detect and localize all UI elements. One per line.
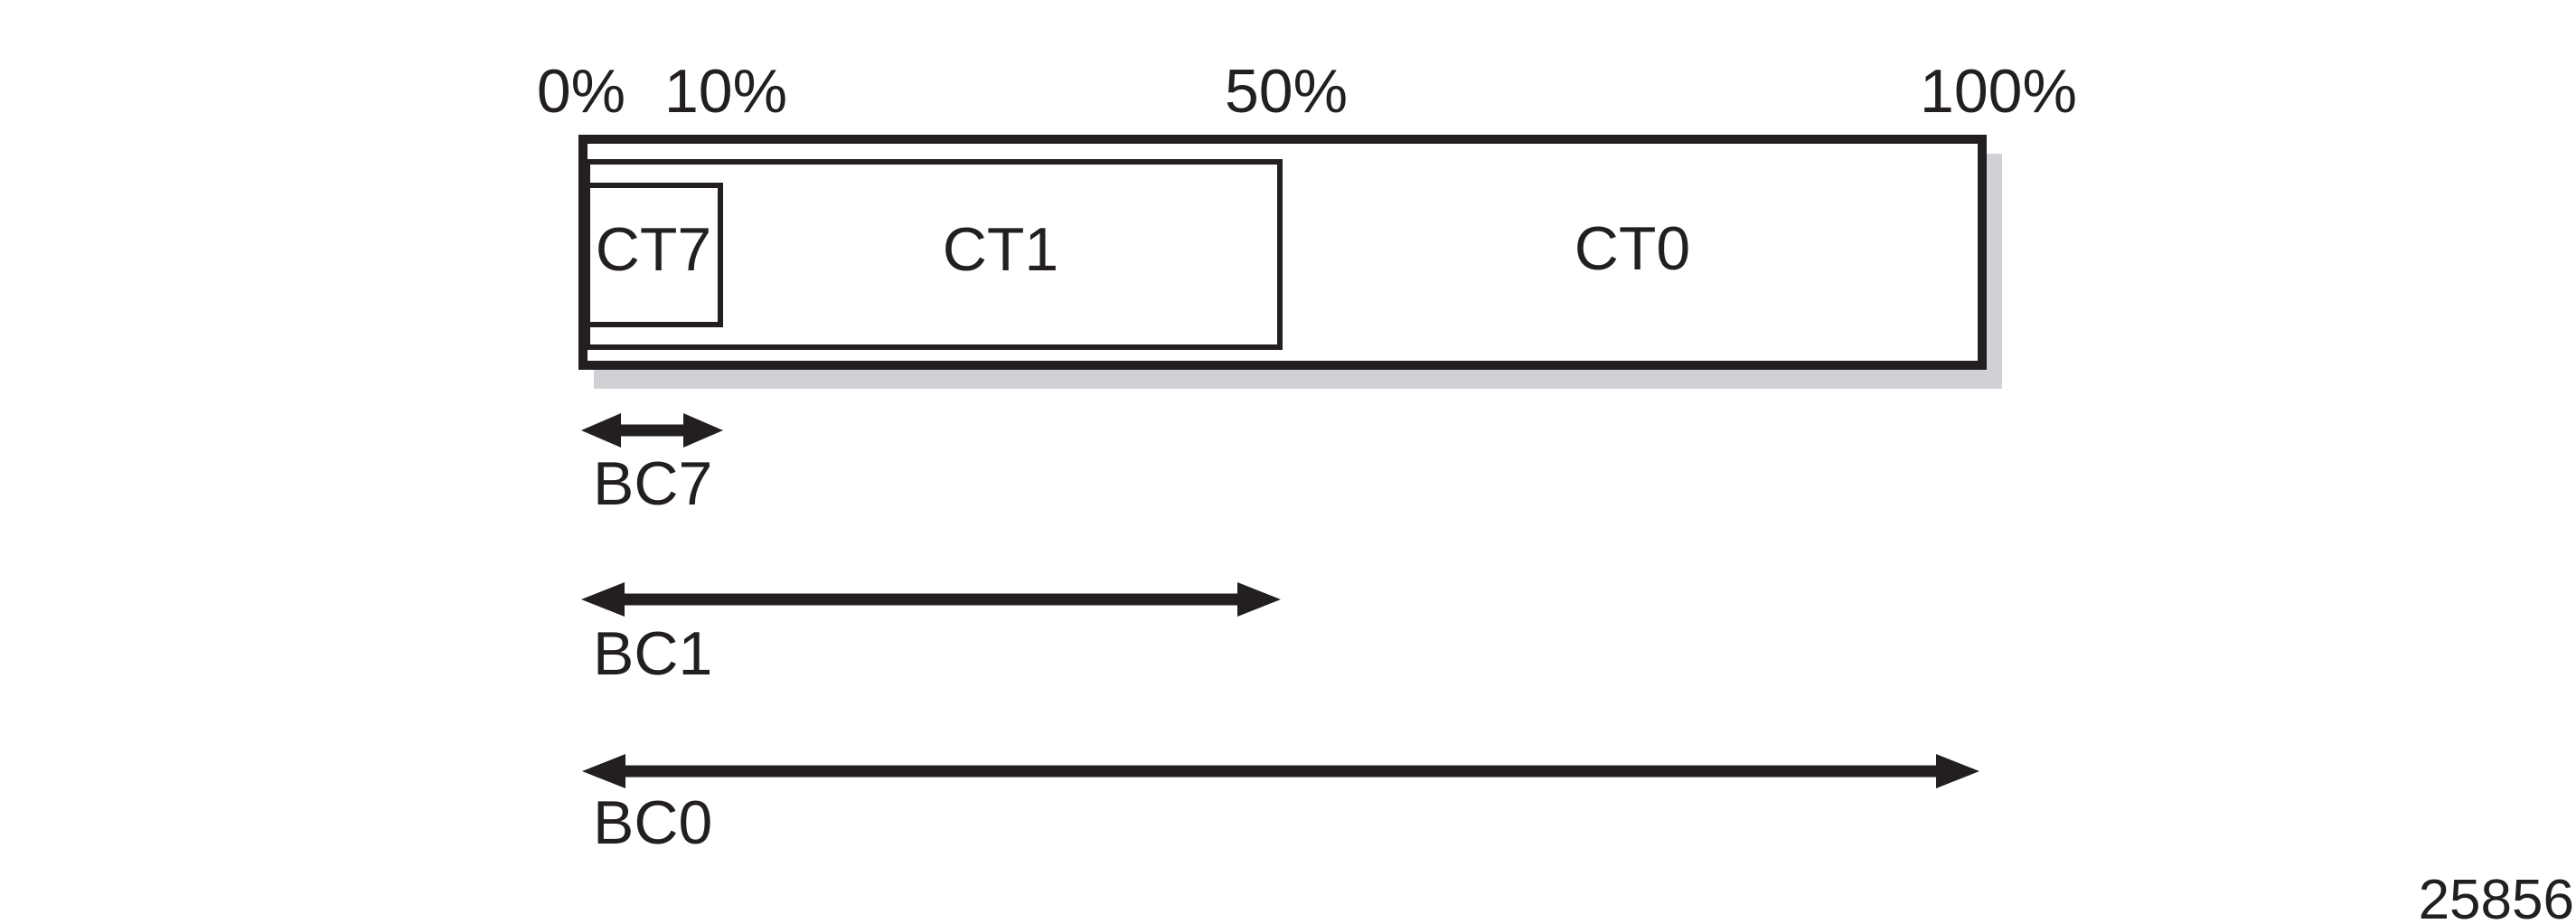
arrow-shaft bbox=[608, 593, 1254, 606]
bc7-range-arrow bbox=[581, 413, 723, 448]
ct0-box-label: CT0 bbox=[1574, 214, 1691, 283]
arrow-right-head-icon bbox=[683, 413, 723, 448]
scale-label-0pct: 0% bbox=[536, 57, 626, 126]
figure-number: 25856 bbox=[2418, 869, 2574, 924]
ct1-box-label: CT1 bbox=[942, 215, 1059, 284]
bc1-label: BC1 bbox=[593, 619, 713, 688]
arrow-right-head-icon bbox=[1936, 754, 1979, 788]
scale-label-100pct: 100% bbox=[1920, 57, 2077, 126]
scale-label-50pct: 50% bbox=[1224, 57, 1349, 126]
bc0-label: BC0 bbox=[593, 788, 713, 857]
bc0-range-arrow bbox=[582, 754, 1979, 788]
arrow-right-head-icon bbox=[1237, 582, 1281, 617]
ct7-box bbox=[585, 183, 723, 327]
ct7-box-label: CT7 bbox=[595, 215, 712, 284]
scale-label-10pct: 10% bbox=[663, 57, 788, 126]
bc1-range-arrow bbox=[581, 582, 1281, 617]
bc7-label: BC7 bbox=[593, 449, 713, 518]
arrow-shaft bbox=[608, 424, 696, 437]
arrow-shaft bbox=[609, 765, 1952, 778]
